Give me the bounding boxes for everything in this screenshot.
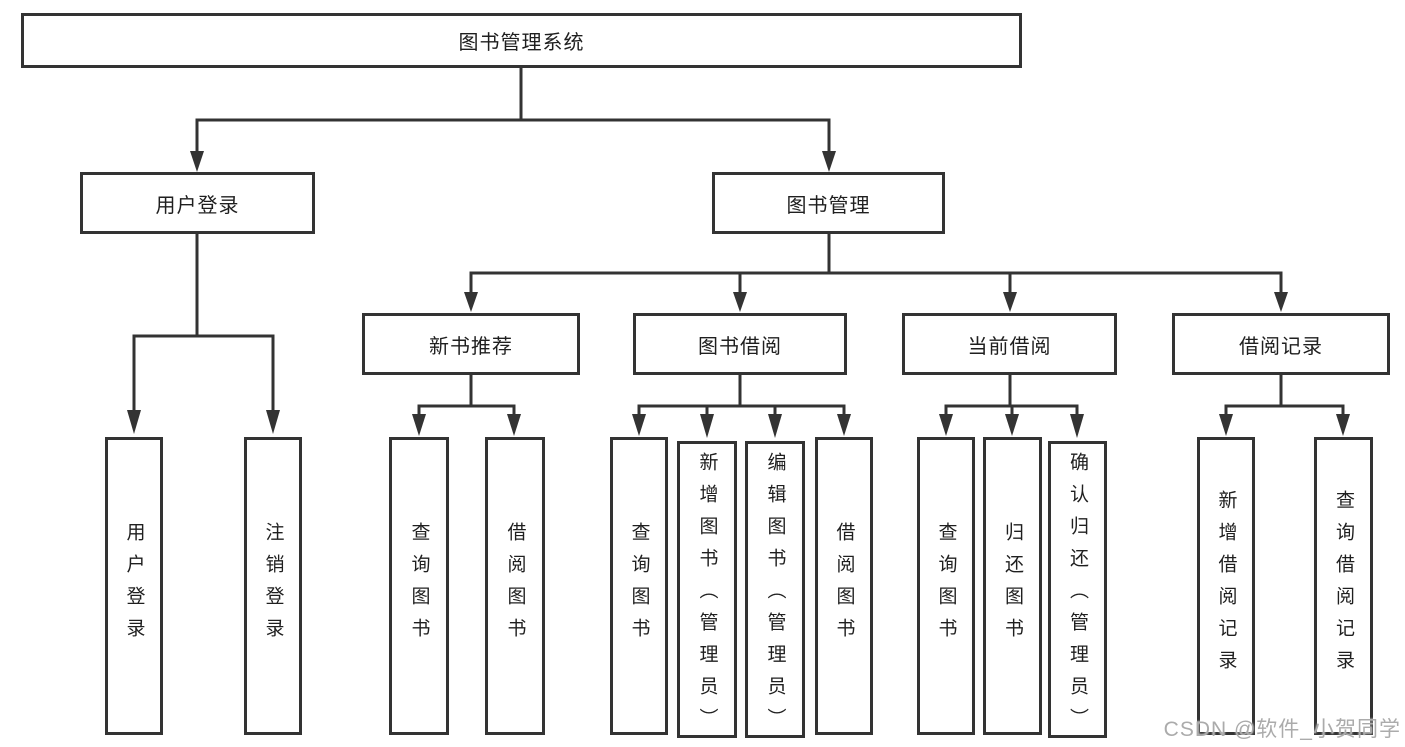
csdn-watermark: CSDN @软件_小贺同学 xyxy=(1163,718,1401,741)
node-label: 借阅图书 xyxy=(504,522,526,650)
leaf-return-books: 归还图书 xyxy=(983,437,1042,735)
node-label: 用户登录 xyxy=(155,194,240,217)
node-label: 归还图书 xyxy=(1002,522,1023,650)
node-label: 图书借阅 xyxy=(698,335,782,358)
node-system-root: 图书管理系统 xyxy=(21,13,1022,68)
edge-book-borrowing-split xyxy=(632,375,851,438)
edge-root-split xyxy=(190,68,836,172)
leaf-query-borrow-record: 查询借阅记录 xyxy=(1314,437,1373,735)
leaf-logout: 注销登录 xyxy=(244,437,302,735)
leaf-borrow-books-2: 借阅图书 xyxy=(815,437,873,735)
edge-current-borrowing-split xyxy=(939,375,1084,438)
node-label: 新书推荐 xyxy=(429,335,513,358)
node-label: 查询图书 xyxy=(935,522,957,650)
node-label: 查询图书 xyxy=(408,522,430,650)
node-label: 编辑图书（管理员） xyxy=(764,452,786,740)
node-new-book-recommend: 新书推荐 xyxy=(362,313,580,375)
leaf-confirm-return-admin: 确认归还（管理员） xyxy=(1048,441,1107,740)
leaf-user-login: 用户登录 xyxy=(105,437,163,735)
node-user-login: 用户登录 xyxy=(80,172,315,234)
node-label: 用户登录 xyxy=(123,522,145,650)
node-borrowing-records: 借阅记录 xyxy=(1172,313,1390,375)
leaf-add-borrow-record: 新增借阅记录 xyxy=(1197,437,1255,735)
node-label: 新增借阅记录 xyxy=(1215,490,1237,682)
node-label: 图书管理 xyxy=(786,194,871,217)
node-current-borrowing: 当前借阅 xyxy=(902,313,1117,375)
node-label: 查询图书 xyxy=(628,522,650,650)
node-label: 查询借阅记录 xyxy=(1333,490,1354,682)
edge-user-login-split xyxy=(127,234,280,434)
node-label: 借阅记录 xyxy=(1239,335,1323,358)
leaf-edit-books-admin: 编辑图书（管理员） xyxy=(745,441,805,740)
node-book-management: 图书管理 xyxy=(712,172,945,234)
node-label: 当前借阅 xyxy=(967,335,1052,358)
leaf-query-books-2: 查询图书 xyxy=(610,437,668,735)
edge-new-book-split xyxy=(412,375,521,436)
node-label: 注销登录 xyxy=(262,522,284,650)
edge-borrowing-records-split xyxy=(1219,375,1350,436)
node-book-borrowing: 图书借阅 xyxy=(633,313,847,375)
node-label: 确认归还（管理员） xyxy=(1067,452,1088,740)
leaf-query-books-1: 查询图书 xyxy=(389,437,449,735)
leaf-query-books-3: 查询图书 xyxy=(917,437,975,735)
node-label: 图书管理系统 xyxy=(458,32,585,54)
edge-book-management-split xyxy=(464,234,1288,312)
leaf-borrow-books-1: 借阅图书 xyxy=(485,437,545,735)
node-label: 新增图书（管理员） xyxy=(696,452,718,740)
leaf-add-books-admin: 新增图书（管理员） xyxy=(677,441,737,740)
node-label: 借阅图书 xyxy=(833,522,855,650)
